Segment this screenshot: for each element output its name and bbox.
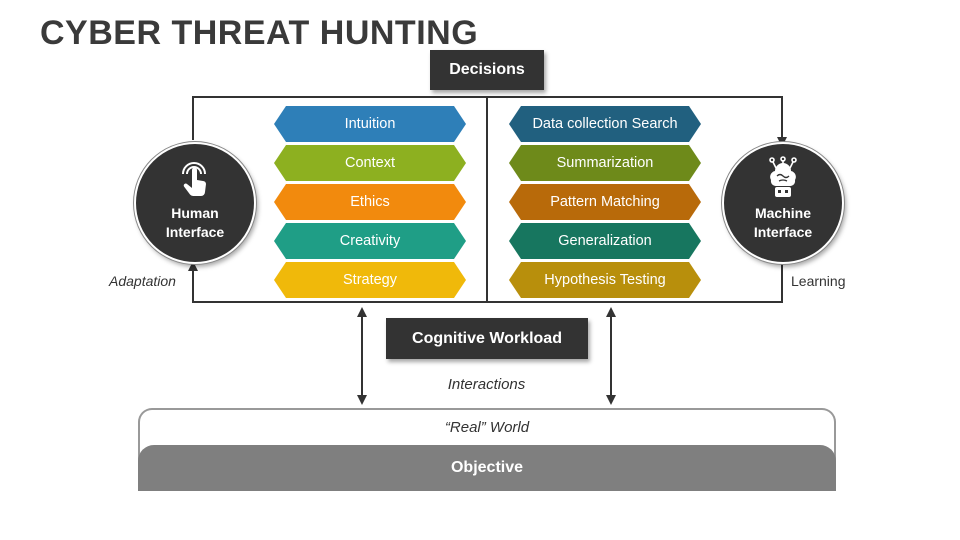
human-capability-item: Strategy <box>274 262 466 298</box>
machine-capability-item: Summarization <box>509 145 701 181</box>
human-capability-item: Intuition <box>274 106 466 142</box>
human-label-line1: Human <box>171 205 219 221</box>
human-capability-item: Creativity <box>274 223 466 259</box>
human-label-line2: Interface <box>165 224 225 240</box>
adaptation-label: Adaptation <box>109 273 176 289</box>
objective-bar: Objective <box>138 445 836 491</box>
machine-label-line2: Interface <box>753 224 813 240</box>
human-capability-item: Ethics <box>274 184 466 220</box>
machine-capability-item: Data collection Search <box>509 106 701 142</box>
interactions-label: Interactions <box>447 376 526 393</box>
machine-capability-item: Hypothesis Testing <box>509 262 701 298</box>
human-capability-item: Context <box>274 145 466 181</box>
cognitive-workload-box: Cognitive Workload <box>386 318 588 359</box>
touch-hand-icon <box>182 162 206 196</box>
machine-capability-item: Pattern Matching <box>509 184 701 220</box>
robot-brain-icon <box>769 156 797 197</box>
human-interface-circle: Human Interface <box>134 142 256 264</box>
page-title: CYBER THREAT HUNTING <box>40 14 479 52</box>
learning-label: Learning <box>791 273 846 289</box>
machine-interface-circle: Machine Interface <box>722 142 844 264</box>
machine-capability-item: Generalization <box>509 223 701 259</box>
decisions-box: Decisions <box>430 50 544 90</box>
real-world-label: “Real” World <box>444 419 530 436</box>
machine-label-line1: Machine <box>754 205 811 221</box>
